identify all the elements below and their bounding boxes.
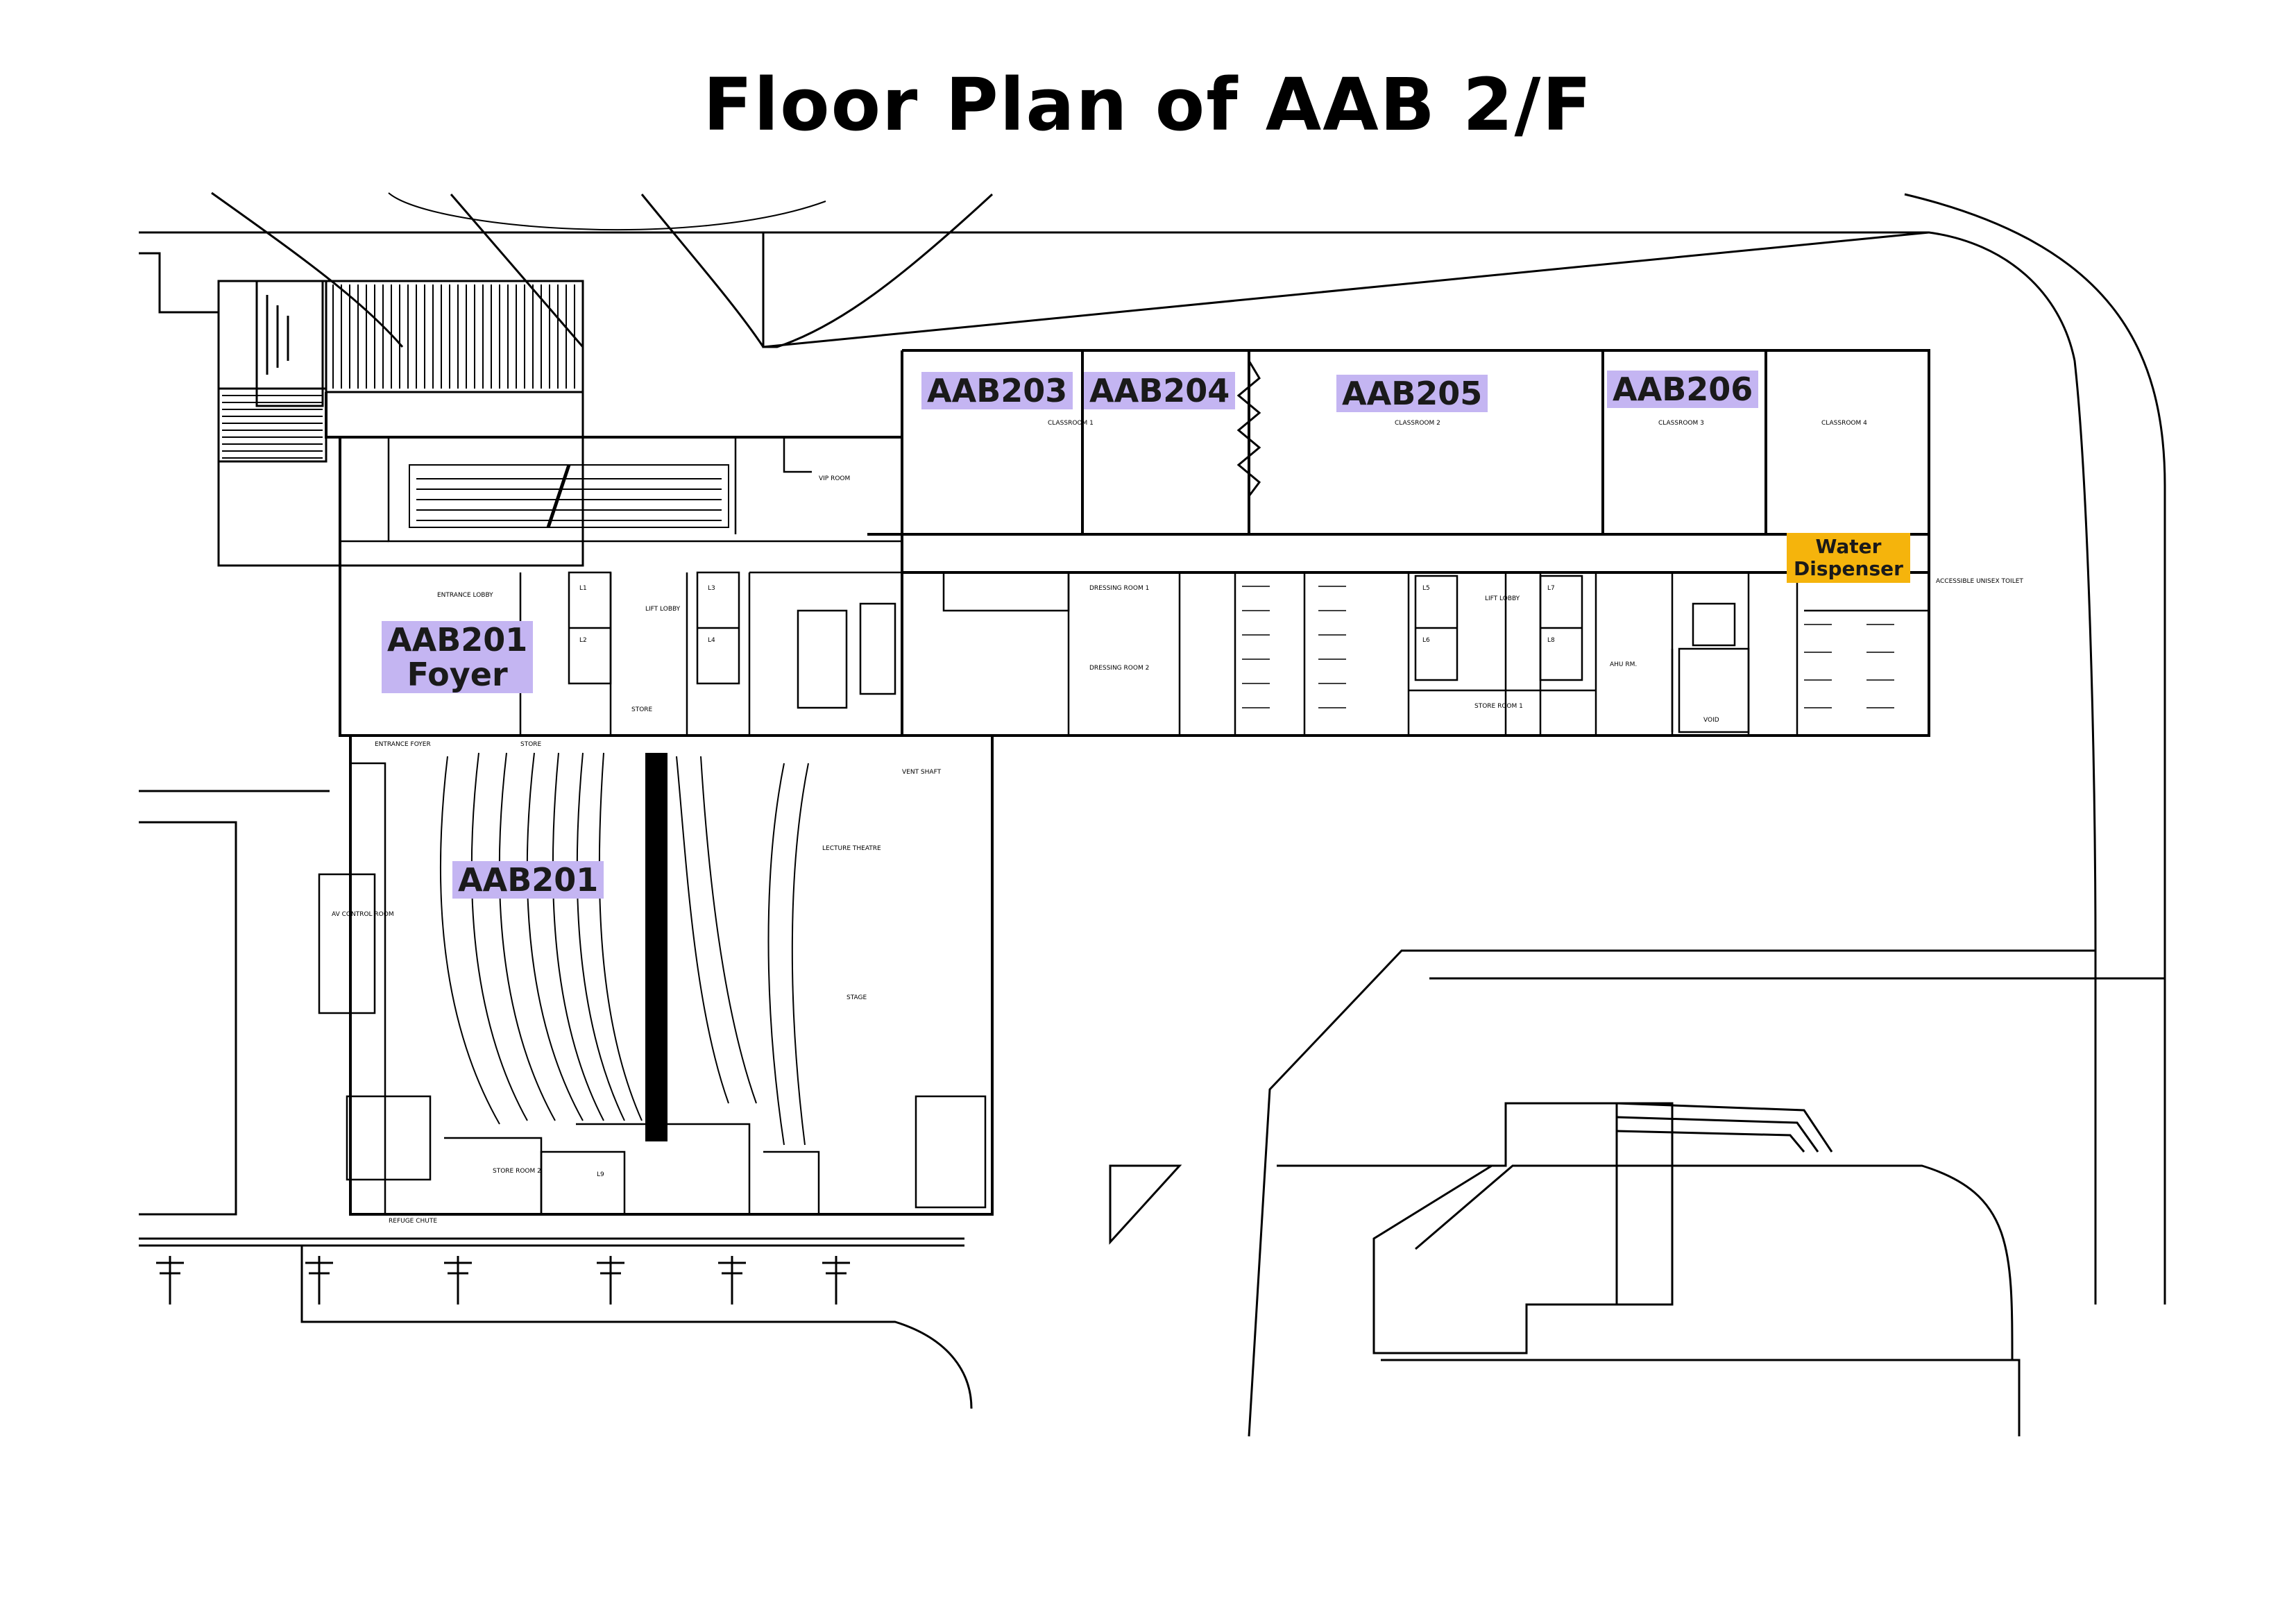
room-aab205-label: AAB205 xyxy=(1342,375,1483,412)
room-aab201-foyer-line1: AAB201 xyxy=(387,621,528,658)
room-aab206-label: AAB206 xyxy=(1613,371,1753,408)
label-accessible-toilet: ACCESSIBLE UNISEX TOILET xyxy=(1936,578,2023,585)
label-entrance-foyer: ENTRANCE FOYER xyxy=(375,741,431,748)
label-vip-room: VIP ROOM xyxy=(819,475,850,482)
label-lecture-theatre: LECTURE THEATRE xyxy=(822,845,881,852)
label-lift-l6: L6 xyxy=(1422,637,1430,644)
label-ahu: AHU RM. xyxy=(1610,661,1637,668)
room-aab204-label: AAB204 xyxy=(1089,372,1230,409)
label-store-lower: STORE xyxy=(520,741,542,748)
label-classroom3: CLASSROOM 3 xyxy=(1658,420,1704,427)
label-lift-l7: L7 xyxy=(1547,585,1555,592)
label-lift-l1: L1 xyxy=(579,585,587,592)
label-classroom2: CLASSROOM 2 xyxy=(1395,420,1440,427)
label-lift-l3: L3 xyxy=(708,585,715,592)
label-lift-l2: L2 xyxy=(579,637,587,644)
room-aab201-label: AAB201 xyxy=(458,861,599,899)
room-aab204[interactable]: AAB204 xyxy=(1084,372,1236,409)
room-aab206[interactable]: AAB206 xyxy=(1607,371,1759,408)
water-dispenser-line1: Water xyxy=(1815,535,1882,558)
label-stage: STAGE xyxy=(847,994,867,1001)
label-lift-lobby-2: LIFT LOBBY xyxy=(1485,595,1520,602)
label-dressing-room1: DRESSING ROOM 1 xyxy=(1089,585,1149,592)
room-aab203[interactable]: AAB203 xyxy=(921,372,1073,409)
room-aab205[interactable]: AAB205 xyxy=(1336,375,1488,412)
room-aab201[interactable]: AAB201 xyxy=(452,861,604,899)
label-vent-shaft: VENT SHAFT xyxy=(902,769,942,776)
label-store: STORE xyxy=(631,706,653,713)
water-dispenser-marker[interactable]: Water Dispenser xyxy=(1787,533,1910,583)
label-void: VOID xyxy=(1703,717,1719,724)
label-store-room2: STORE ROOM 2 xyxy=(493,1168,541,1175)
label-store-room1: STORE ROOM 1 xyxy=(1474,703,1523,710)
label-entrance-lobby: ENTRANCE LOBBY xyxy=(437,592,493,599)
label-lift-l4: L4 xyxy=(708,637,715,644)
label-lift-l9: L9 xyxy=(597,1171,604,1178)
room-aab203-label: AAB203 xyxy=(927,372,1068,409)
page-title: Floor Plan of AAB 2/F xyxy=(703,62,1593,147)
label-dressing-room2: DRESSING ROOM 2 xyxy=(1089,665,1149,672)
label-lift-l5: L5 xyxy=(1422,585,1430,592)
label-refuge-chute: REFUGE CHUTE xyxy=(389,1218,437,1225)
label-classroom1: CLASSROOM 1 xyxy=(1048,420,1094,427)
water-dispenser-line2: Dispenser xyxy=(1794,557,1903,580)
label-lift-l8: L8 xyxy=(1547,637,1555,644)
room-aab201-foyer-line2: Foyer xyxy=(407,656,508,693)
label-lift-lobby: LIFT LOBBY xyxy=(645,606,681,613)
label-classroom4: CLASSROOM 4 xyxy=(1821,420,1867,427)
room-aab201-foyer[interactable]: AAB201 Foyer xyxy=(382,621,534,693)
label-av-control: AV CONTROL ROOM xyxy=(332,911,394,918)
